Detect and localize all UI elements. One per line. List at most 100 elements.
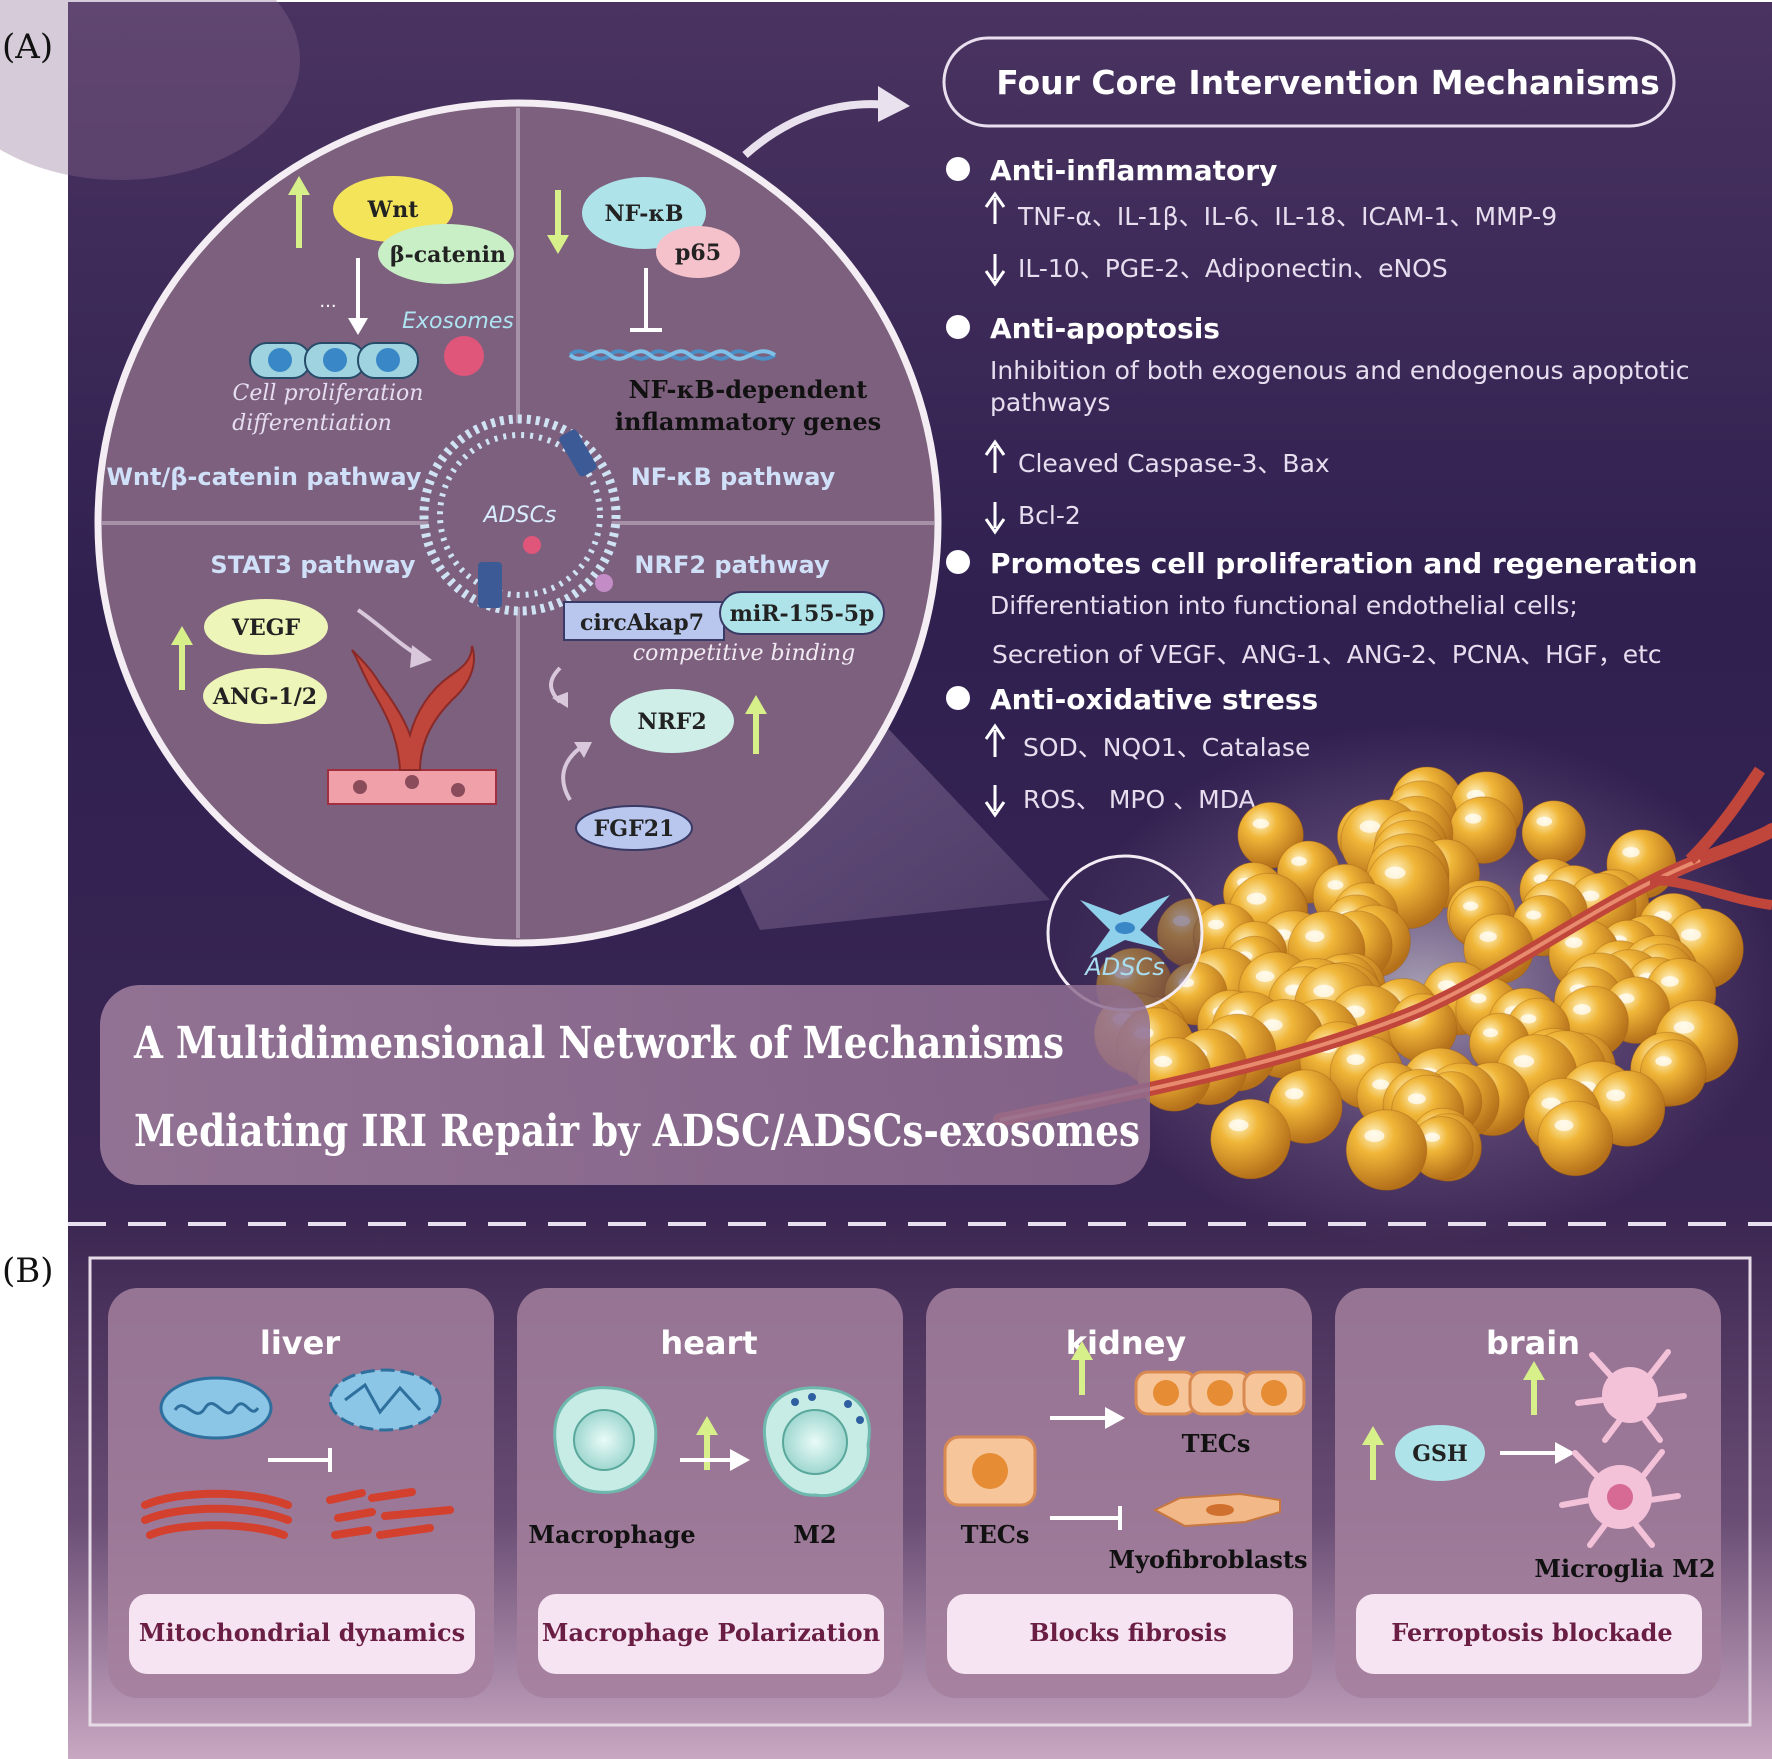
- fat-highlight: [1463, 901, 1479, 911]
- mechanism-line: Bcl-2: [1018, 501, 1081, 530]
- up-arrow-icon: [696, 1416, 718, 1435]
- tecs-label: TECs: [1182, 1429, 1251, 1458]
- arrow-icon: [1555, 1442, 1575, 1464]
- fat-highlight: [1622, 847, 1640, 858]
- up-arrow-icon: [1071, 1341, 1093, 1360]
- wnt-quadrant: Wnt β-catenin ··· Exosomes Cell prolifer…: [106, 176, 514, 491]
- panel-label-a: (A): [2, 27, 53, 67]
- mechanism-line: Secretion of VEGF、ANG-1、ANG-2、PCNA、HGF，e…: [992, 640, 1662, 669]
- curved-arrow: [742, 100, 891, 158]
- mechanism-line: TNF-α、IL-1β、IL-6、IL-18、ICAM-1、MMP-9: [1017, 202, 1557, 231]
- fat-highlight: [1285, 1088, 1304, 1100]
- fat-highlight: [1255, 970, 1275, 983]
- fat-highlight: [1291, 856, 1307, 866]
- mechanism-title: Anti-inflammatory: [990, 154, 1277, 187]
- adscs-center-label: ADSCs: [482, 503, 557, 528]
- fat-highlight: [1483, 1028, 1498, 1038]
- gsh-node: GSH: [1412, 1441, 1467, 1467]
- cell-proliferation-label: Cell proliferation: [233, 381, 424, 406]
- tec-cell-icon: [943, 1435, 1037, 1507]
- bullet-icon: [946, 157, 970, 181]
- fat-highlight: [1262, 1019, 1283, 1031]
- fat-highlight: [1479, 931, 1497, 942]
- fat-highlight: [1520, 1014, 1537, 1024]
- mechanism-title: Anti-apoptosis: [990, 312, 1220, 345]
- myofibroblast-icon: [1152, 1492, 1281, 1528]
- fat-highlight: [1661, 976, 1679, 987]
- panel-label-b: (B): [2, 1251, 54, 1291]
- macrophage-icon: [553, 1386, 658, 1494]
- organ-name: heart: [660, 1324, 757, 1362]
- fat-highlight: [1407, 1093, 1426, 1105]
- fgf21-node: FGF21: [594, 816, 675, 842]
- organ-card-brain: brain GSH Microglia M2 Ferroptosis block…: [1335, 1288, 1721, 1698]
- main-title-line-1: A Multidimensional Network of Mechanisms: [133, 1018, 1064, 1069]
- up-arrow-icon: [171, 626, 193, 645]
- fat-highlight: [1617, 993, 1635, 1004]
- stat3-pathway-label: STAT3 pathway: [210, 551, 415, 579]
- m2-label: M2: [793, 1520, 836, 1549]
- blood-vessel-icon: [327, 645, 497, 805]
- mechanism-line: pathways: [990, 388, 1110, 417]
- adipose-tissue-illustration: [993, 725, 1772, 1245]
- fat-highlight: [1573, 1004, 1591, 1015]
- wnt-node: Wnt: [367, 197, 420, 223]
- svg-text:···: ···: [319, 296, 336, 317]
- fat-highlight: [1673, 1021, 1695, 1034]
- up-arrow-icon: [984, 191, 1006, 224]
- exosomes-label: Exosomes: [402, 309, 514, 334]
- bullet-icon: [946, 550, 970, 574]
- adscs-badge-label: ADSCs: [1083, 953, 1164, 981]
- mechanism-line: IL-10、PGE-2、Adiponectin、eNOS: [1018, 254, 1448, 283]
- fat-droplet: [1521, 800, 1587, 865]
- organ-card-liver: liver Mitochondrial dynamics: [108, 1288, 494, 1698]
- down-arrow-icon: [984, 254, 1006, 287]
- fat-highlight: [1327, 880, 1344, 890]
- nfkb-genes-label-1: NF-κB-dependent: [629, 375, 868, 404]
- nrf2-pathway-label: NRF2 pathway: [634, 551, 830, 579]
- fragmented-er-icon: [326, 1488, 454, 1539]
- fat-highlight: [1464, 813, 1482, 824]
- er-icon: [141, 1489, 292, 1539]
- exosome-icon: [444, 336, 484, 376]
- macrophage-label: Macrophage: [528, 1520, 695, 1549]
- fat-highlight: [1384, 866, 1406, 879]
- tecs-label: TECs: [961, 1520, 1030, 1549]
- mechanism-line: Cleaved Caspase-3、Bax: [1018, 449, 1330, 478]
- competitive-binding-label: competitive binding: [633, 641, 855, 666]
- stat3-quadrant: STAT3 pathway VEGF ANG-1/2: [171, 551, 497, 805]
- fat-highlight: [1533, 874, 1550, 884]
- inhibit-icon: [1050, 1506, 1122, 1530]
- fat-highlight: [1554, 1119, 1574, 1131]
- organ-name: brain: [1486, 1324, 1580, 1362]
- tec-row-icon: [1134, 1370, 1306, 1416]
- fat-highlight: [1359, 820, 1381, 833]
- mir155-node: miR-155-5p: [730, 601, 875, 627]
- up-arrow-icon: [984, 723, 1006, 757]
- organ-caption: Macrophage Polarization: [542, 1618, 880, 1647]
- fat-highlight: [1424, 1132, 1440, 1142]
- fat-highlight: [1364, 1129, 1385, 1142]
- organ-card-kidney: kidney TECs TECs Myofibroblasts Blocks f…: [926, 1288, 1312, 1698]
- bullet-icon: [946, 686, 970, 710]
- fat-highlight: [1372, 1079, 1390, 1090]
- fat-highlight: [1526, 910, 1542, 920]
- organ-caption: Blocks fibrosis: [1029, 1618, 1227, 1647]
- fat-droplet: [1345, 1109, 1428, 1191]
- fat-highlight: [1207, 919, 1224, 930]
- arrow-icon: [730, 1449, 750, 1471]
- mechanism-title: Anti-oxidative stress: [990, 683, 1318, 716]
- microglia-m2-icon: [1559, 1449, 1681, 1548]
- microglia-m2-label: Microglia M2: [1534, 1554, 1715, 1583]
- fat-highlight: [1470, 993, 1487, 1004]
- fat-highlight: [1346, 1054, 1365, 1065]
- fat-highlight: [1228, 1119, 1249, 1132]
- fat-droplet: [1537, 1100, 1614, 1177]
- organ-card-heart: heart Macrophage M2 Macrophage Polarizat…: [517, 1288, 903, 1698]
- fat-highlight: [1246, 892, 1267, 905]
- fat-highlight: [1564, 937, 1583, 948]
- arrow-head-icon: [878, 86, 910, 122]
- vegf-node: VEGF: [231, 615, 301, 641]
- differentiation-label: differentiation: [232, 411, 392, 436]
